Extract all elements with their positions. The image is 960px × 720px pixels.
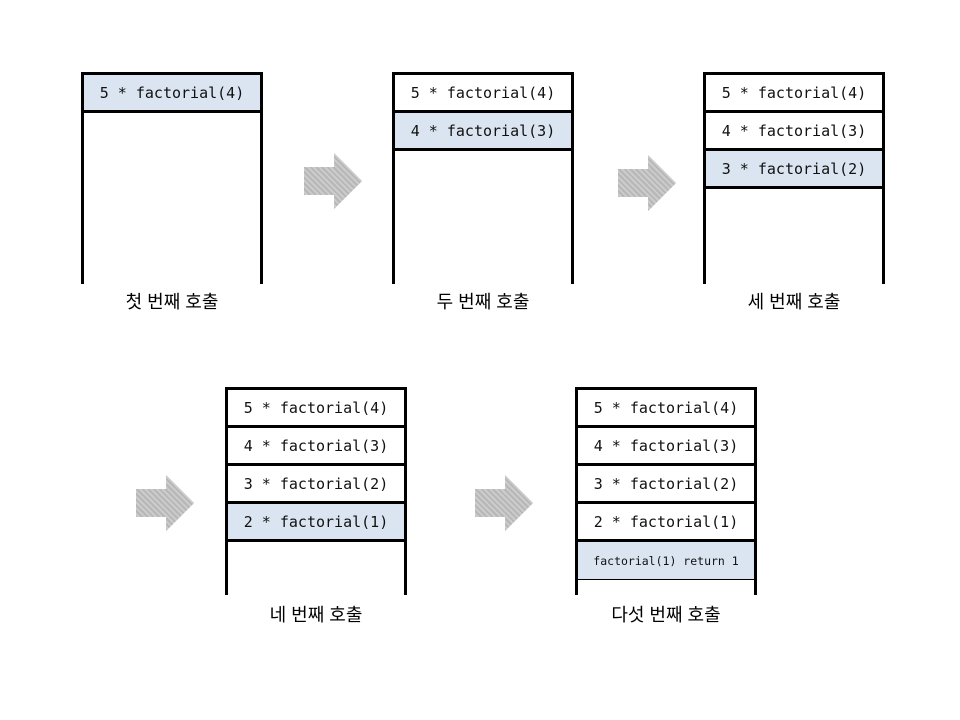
call-stack-fourth: 5 * factorial(4) 4 * factorial(3) 3 * fa…	[225, 387, 407, 595]
call-stack-second: 5 * factorial(4) 4 * factorial(3)	[392, 72, 574, 284]
stack-frame: 2 * factorial(1)	[228, 504, 404, 542]
call-stack-first: 5 * factorial(4)	[81, 72, 263, 284]
stack-frame: 5 * factorial(4)	[706, 75, 882, 113]
stack-label-third: 세 번째 호출	[747, 292, 841, 312]
stack-frame: 2 * factorial(1)	[578, 504, 754, 542]
stack-frame: 5 * factorial(4)	[84, 75, 260, 113]
right-arrow-icon	[136, 475, 194, 531]
stack-frame: 3 * factorial(2)	[228, 466, 404, 504]
stack-label-second: 두 번째 호출	[436, 292, 530, 312]
stack-frame: 3 * factorial(2)	[706, 151, 882, 189]
stack-frame: 4 * factorial(3)	[706, 113, 882, 151]
stack-frame: 5 * factorial(4)	[228, 390, 404, 428]
stack-frame: 4 * factorial(3)	[395, 113, 571, 151]
stack-frame: factorial(1) return 1	[578, 542, 754, 580]
right-arrow-icon	[475, 475, 533, 531]
stack-frame: 3 * factorial(2)	[578, 466, 754, 504]
stack-frame: 4 * factorial(3)	[578, 428, 754, 466]
call-stack-fifth: 5 * factorial(4) 4 * factorial(3) 3 * fa…	[575, 387, 757, 595]
call-stack-third: 5 * factorial(4) 4 * factorial(3) 3 * fa…	[703, 72, 885, 284]
right-arrow-icon	[304, 153, 362, 209]
stack-frame: 4 * factorial(3)	[228, 428, 404, 466]
right-arrow-icon	[618, 155, 676, 211]
stack-frame: 5 * factorial(4)	[578, 390, 754, 428]
stack-label-fifth: 다섯 번째 호출	[611, 605, 721, 625]
stack-label-fourth: 네 번째 호출	[269, 605, 363, 625]
stack-label-first: 첫 번째 호출	[125, 292, 219, 312]
stack-frame: 5 * factorial(4)	[395, 75, 571, 113]
